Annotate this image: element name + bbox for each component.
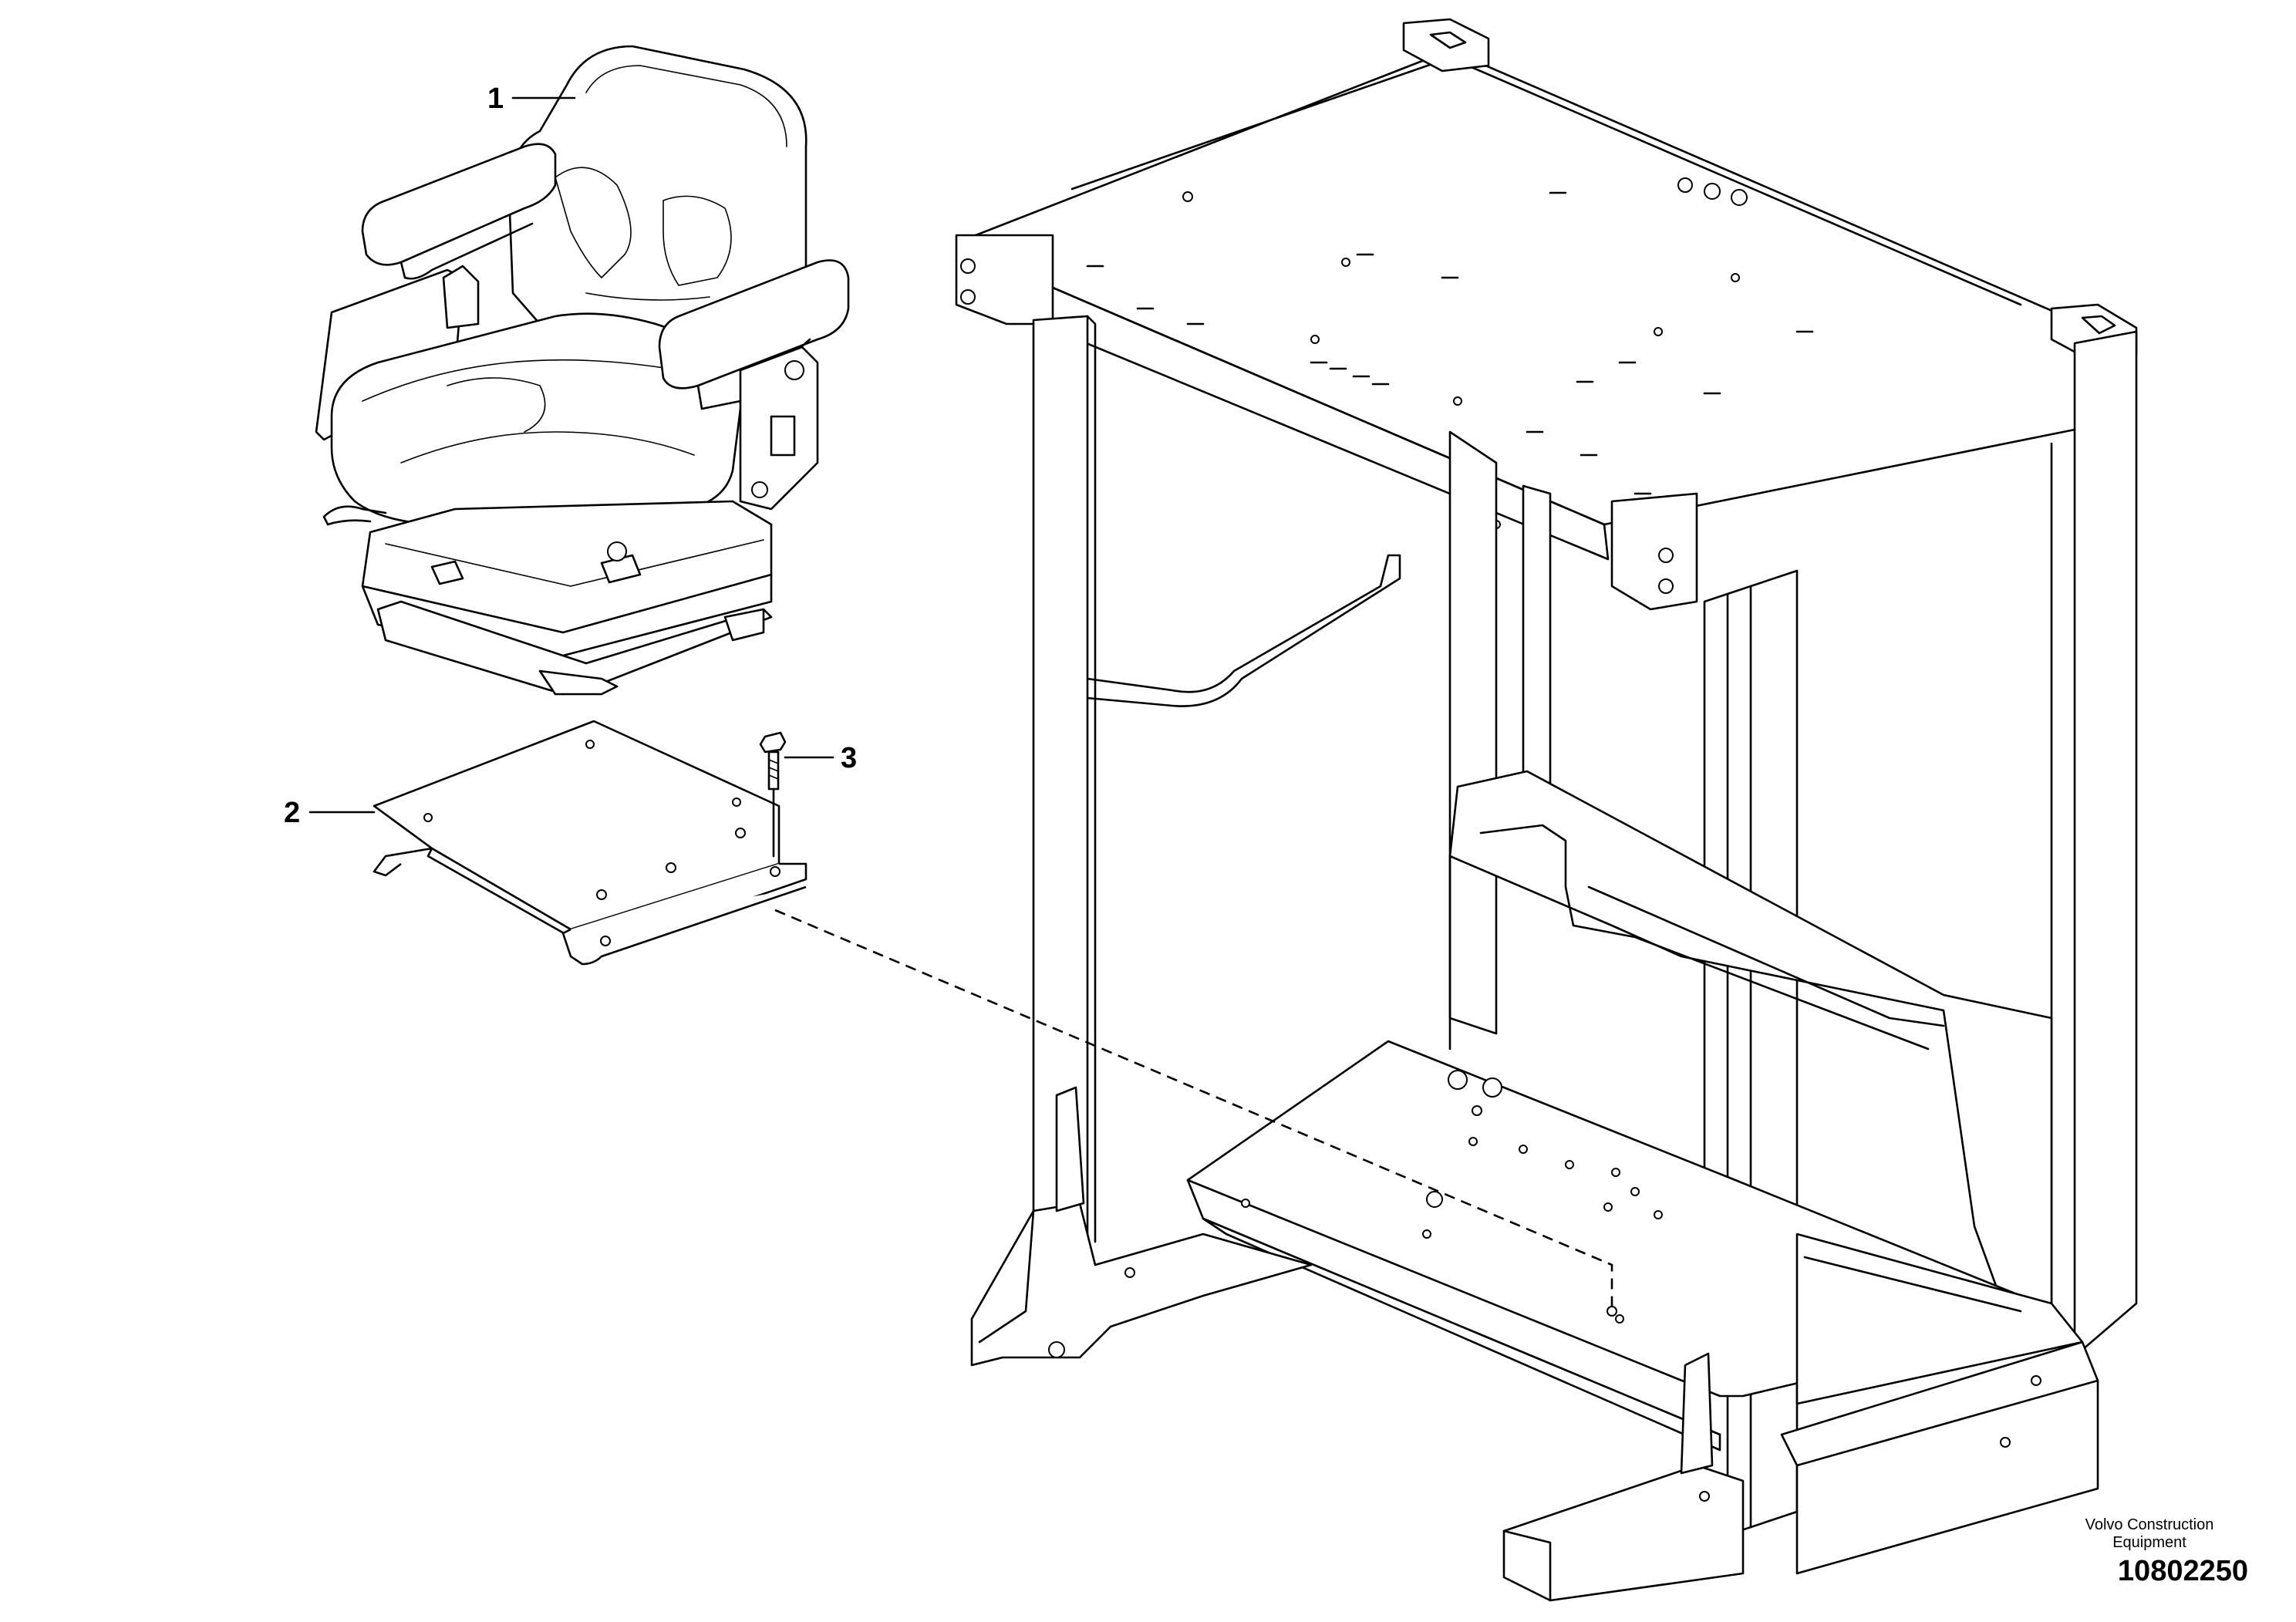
cab-pillar-right-outer bbox=[2073, 330, 2138, 1351]
brand-label: Volvo Construction Equipment bbox=[2049, 1516, 2250, 1552]
floor-front-rail bbox=[1202, 1217, 1721, 1452]
callout-label-2: 2 bbox=[284, 797, 300, 829]
cab-pillar-rear bbox=[1522, 484, 1552, 788]
callout-1: 1 bbox=[487, 83, 576, 115]
roof-front-bracket bbox=[955, 234, 1054, 325]
callout-2: 2 bbox=[284, 797, 376, 829]
cab-pillar-rear-left bbox=[1448, 430, 1498, 1035]
assembly-guide-line bbox=[774, 909, 1613, 1311]
brand-line-2: Equipment bbox=[2112, 1534, 2186, 1551]
base-left-foot bbox=[1502, 1464, 1745, 1602]
roof-slots bbox=[1086, 191, 1814, 495]
right-armrest bbox=[658, 259, 850, 389]
cab-frame bbox=[955, 18, 2138, 1602]
cab-roof-panel bbox=[974, 49, 2084, 526]
screw bbox=[759, 731, 787, 858]
seat-suspension bbox=[361, 500, 773, 657]
bracket-holes bbox=[423, 740, 781, 946]
cab-rear-wall bbox=[1448, 770, 2053, 1313]
floor-holes bbox=[1241, 1070, 1663, 1324]
handrail bbox=[1086, 554, 1401, 707]
callout-label-1: 1 bbox=[487, 83, 504, 115]
operator-seat bbox=[315, 45, 850, 696]
document-number: 10802250 bbox=[2117, 1555, 2248, 1587]
brand-line-1: Volvo Construction bbox=[2085, 1516, 2214, 1533]
callout-3: 3 bbox=[784, 742, 857, 774]
seat-bracket bbox=[373, 720, 807, 966]
cab-front-left-bracket bbox=[970, 1202, 1313, 1367]
callout-label-3: 3 bbox=[841, 742, 857, 774]
seat-adjust-lever bbox=[322, 505, 387, 526]
left-armrest bbox=[361, 143, 557, 266]
